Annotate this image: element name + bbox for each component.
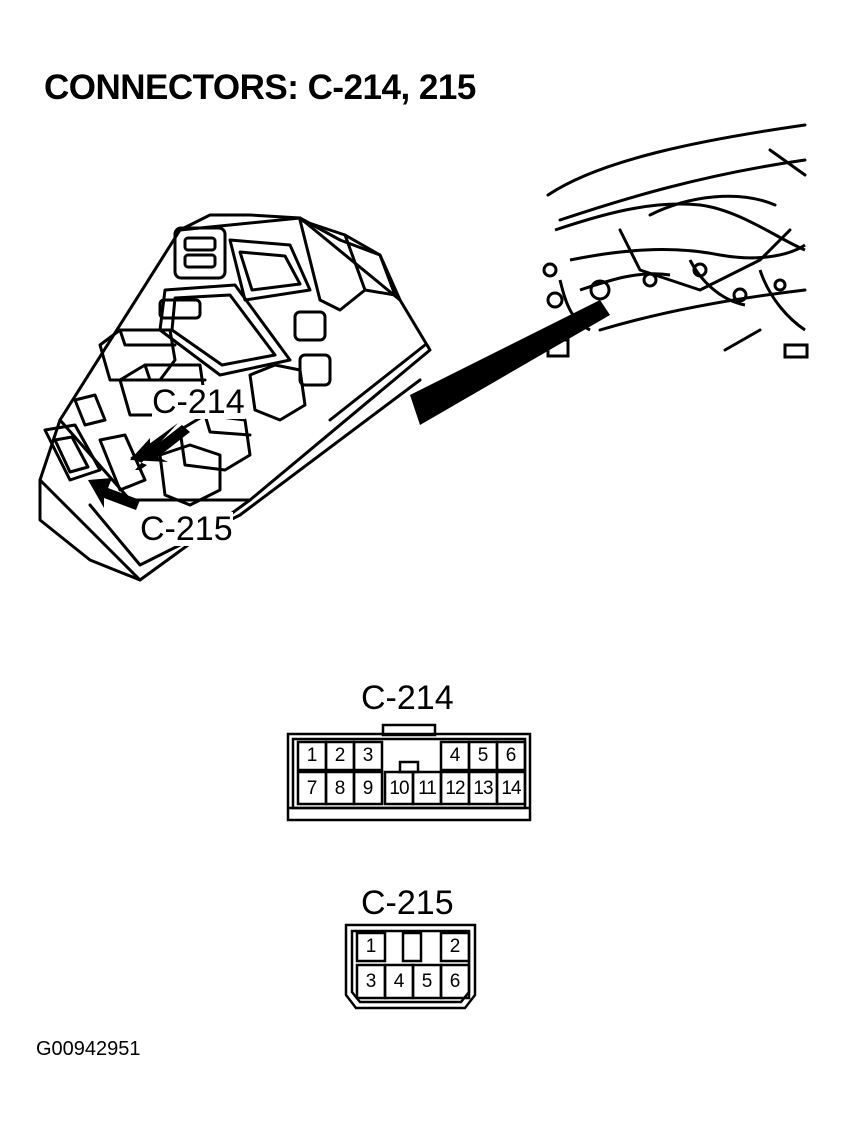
c214-pin-13: 13 bbox=[473, 778, 493, 799]
c214-pin-12: 12 bbox=[445, 778, 465, 799]
c215-pin-3: 3 bbox=[365, 971, 377, 992]
callout-c215-label: C-215 bbox=[140, 510, 233, 548]
c215-pin-1: 1 bbox=[365, 936, 377, 957]
callout-c214-label: C-214 bbox=[152, 383, 245, 421]
c214-pin-5: 5 bbox=[477, 745, 489, 766]
figure-id: G00942951 bbox=[36, 1038, 141, 1060]
c214-pin-9: 9 bbox=[362, 778, 374, 799]
diagram-title: CONNECTORS: C-214, 215 bbox=[44, 68, 476, 107]
c214-pin-11: 11 bbox=[418, 778, 437, 799]
connector-c214-title: C-214 bbox=[361, 679, 454, 717]
connector-c215-title: C-215 bbox=[361, 884, 454, 922]
c214-pin-4: 4 bbox=[449, 745, 461, 766]
c214-pin-7: 7 bbox=[306, 778, 318, 799]
c214-pin-10: 10 bbox=[389, 778, 409, 799]
c215-pin-5: 5 bbox=[421, 971, 433, 992]
c215-pin-6: 6 bbox=[449, 971, 461, 992]
c214-pin-14: 14 bbox=[501, 778, 521, 799]
c214-pin-3: 3 bbox=[362, 745, 374, 766]
c214-pin-8: 8 bbox=[334, 778, 346, 799]
c215-pin-4: 4 bbox=[393, 971, 405, 992]
c214-pin-2: 2 bbox=[334, 745, 346, 766]
c215-pin-2: 2 bbox=[449, 936, 461, 957]
c214-pin-1: 1 bbox=[306, 745, 318, 766]
c214-pin-6: 6 bbox=[505, 745, 517, 766]
